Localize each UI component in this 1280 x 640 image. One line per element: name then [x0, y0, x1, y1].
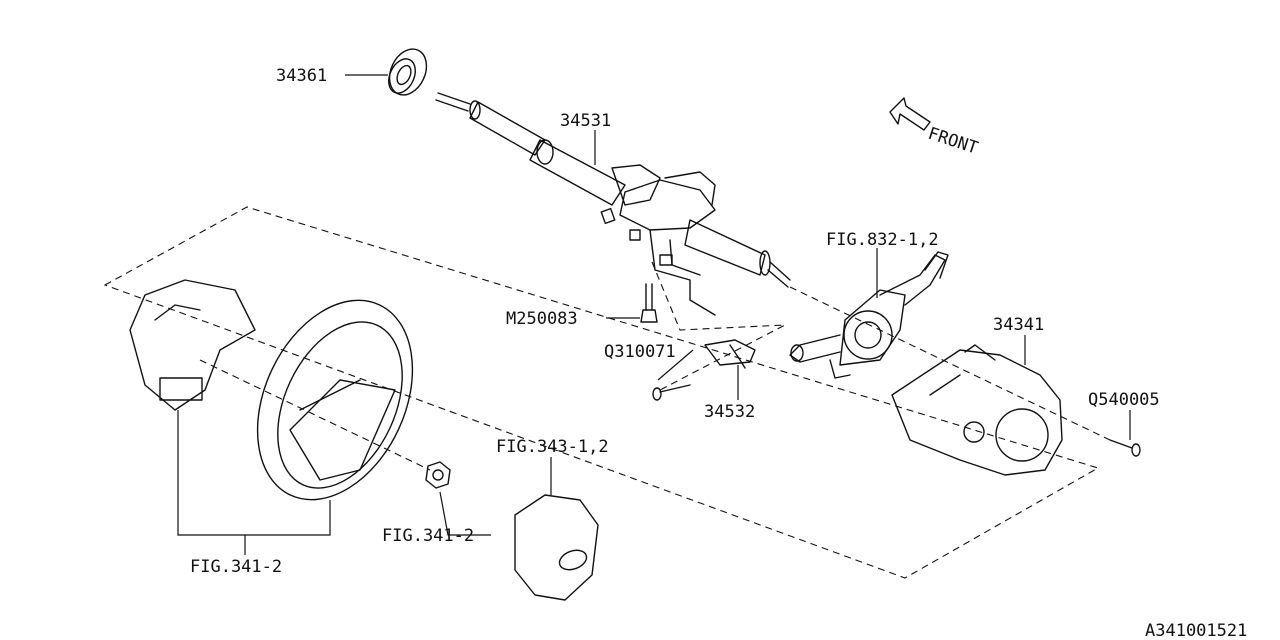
assembly-axis-dashed	[199, 359, 431, 471]
airbag-module	[514, 494, 599, 601]
nut-fig341	[425, 461, 451, 489]
bracket-34532	[704, 339, 756, 369]
steering-wheel	[256, 299, 414, 501]
assembly-outline-dashed	[103, 206, 1100, 579]
callout-fig832: FIG.832-1,2	[826, 230, 939, 250]
screw-q310071	[652, 384, 691, 401]
steering-wheel-rear-cover	[129, 279, 256, 411]
bracket-outline-dashed	[651, 261, 786, 391]
diagram-id: A341001521	[1145, 621, 1247, 640]
front-direction-arrow-icon	[889, 97, 931, 131]
callout-34531: 34531	[560, 111, 611, 131]
column-cover-34341	[891, 344, 1063, 476]
callout-q310071: Q310071	[604, 342, 676, 362]
callout-fig341-nut: FIG.341-2	[382, 526, 474, 546]
bolt-m250083	[640, 283, 658, 323]
callout-34341: 34341	[993, 315, 1044, 335]
bushing-ring-34361	[388, 48, 428, 96]
assembly-axis-dashed	[789, 286, 1111, 441]
callout-q540005: Q540005	[1088, 390, 1160, 410]
callout-34361: 34361	[276, 66, 327, 86]
callout-m250083: M250083	[506, 309, 578, 329]
callout-fig341-wheel: FIG.341-2	[190, 557, 282, 577]
callout-fig343: FIG.343-1,2	[496, 437, 609, 457]
steering-column-34531	[435, 92, 791, 316]
callout-34532: 34532	[704, 402, 755, 422]
screw-q540005	[1109, 439, 1141, 457]
front-marker-label: FRONT	[925, 124, 980, 159]
combination-switch-assembly	[789, 251, 949, 379]
